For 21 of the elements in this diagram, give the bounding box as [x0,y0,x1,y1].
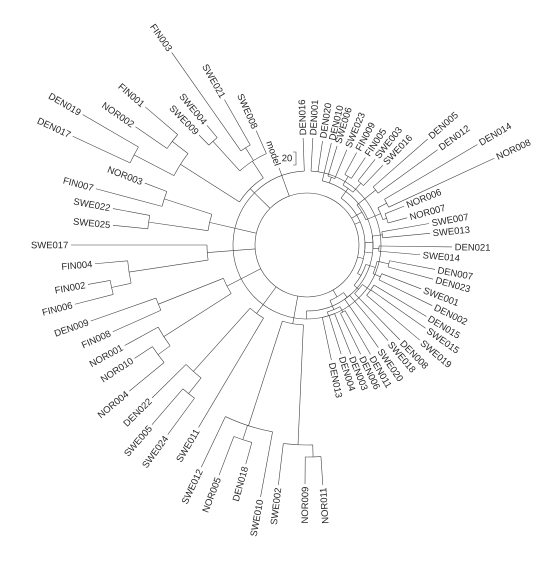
leaf-label: SWE022 [74,198,110,212]
leaf-label: SWE025 [73,218,110,228]
leaf-label: DEN016 [298,100,306,135]
leaf-label: SWE014 [423,252,460,262]
leaf-label: DEN020 [320,103,332,138]
leaf-label: DEN007 [438,266,473,280]
leaf-label: SWE010 [250,500,263,536]
leaf-label: FIN007 [63,177,94,191]
leaf-label: SWE017 [31,242,68,248]
leaf-label: NOR009 [301,487,308,523]
leaf-label: SWE013 [433,226,470,236]
leaf-label: SWE002 [270,488,282,525]
leaf-label: DEN018 [232,466,248,502]
leaf-label: NOR011 [320,488,329,524]
leaf-label: model [266,141,282,166]
leaf-label: FIN004 [62,260,92,270]
leaf-label: FIN002 [54,282,86,294]
leaf-label: DEN021 [455,244,490,251]
leaf-label: DEN001 [310,100,318,135]
scale-label: 20 [282,154,292,162]
leaf-label: FIN006 [42,302,72,316]
